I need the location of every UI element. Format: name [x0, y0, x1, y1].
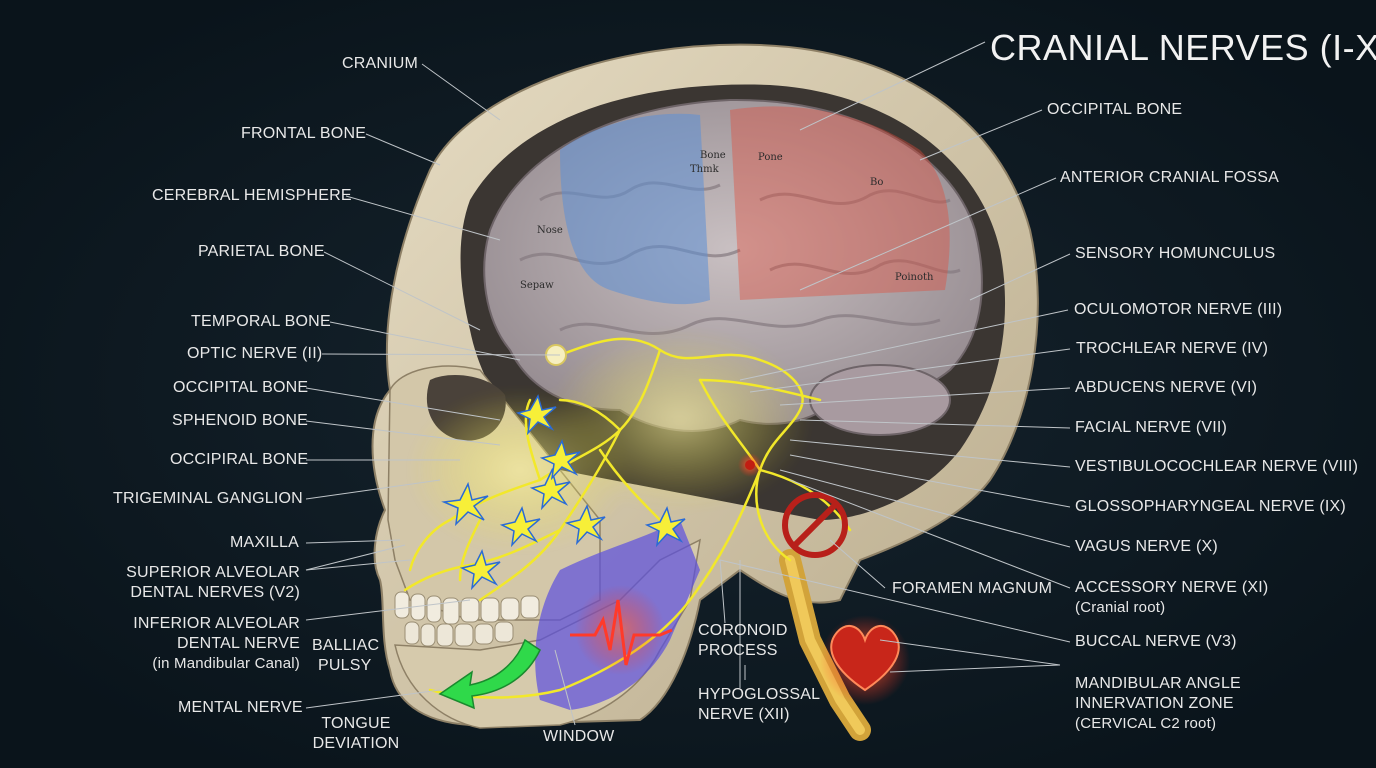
- label-abducens-nerve: ABDUCENS NERVE (VI): [1075, 379, 1258, 396]
- label-mandibular-angle-zone: MANDIBULAR ANGLE INNERVATION ZONE (CERVI…: [1075, 674, 1241, 734]
- label-line: (Cranial root): [1075, 599, 1166, 616]
- pulse-waveform: [570, 585, 673, 675]
- label-line: INFERIOR ALVEOLAR: [133, 615, 300, 632]
- label-trigeminal-ganglion: TRIGEMINAL GANGLION: [113, 490, 303, 507]
- label-mental-nerve: MENTAL NERVE: [178, 699, 303, 716]
- cerebellum: [809, 364, 951, 436]
- label-line: DENTAL NERVES (V2): [130, 584, 300, 601]
- homunculus-word: Thmk: [690, 164, 720, 175]
- label-buccal-nerve: BUCCAL NERVE (V3): [1075, 633, 1237, 650]
- label-balliac: BALLIAC PULSY: [312, 636, 379, 676]
- homunculus-word: Pone: [758, 152, 783, 163]
- homunculus-word: Bone: [700, 150, 726, 161]
- diagram-title: CRANIAL NERVES (I-XII): [990, 27, 1376, 68]
- label-line: PROCESS: [698, 642, 778, 659]
- lower-teeth: [404, 621, 514, 647]
- tongue-deviation-arrow: [438, 638, 541, 710]
- homunculus-word: Bo: [870, 177, 883, 188]
- homunculus-word: Nose: [537, 225, 563, 236]
- label-optic-nerve: OPTIC NERVE (II): [187, 345, 323, 362]
- label-vagus-nerve: VAGUS NERVE (X): [1075, 538, 1218, 555]
- label-superior-alveolar: SUPERIOR ALVEOLAR DENTAL NERVES (V2): [120, 563, 300, 603]
- label-foramen-magnum: FORAMEN MAGNUM: [892, 580, 1053, 597]
- label-line: (CERVICAL C2 root): [1075, 715, 1217, 732]
- label-line: DENTAL NERVE: [176, 635, 300, 652]
- motor-strip: [560, 113, 710, 305]
- label-line: CORONOID: [698, 622, 788, 639]
- label-oculomotor-nerve: OCULOMOTOR NERVE (III): [1074, 301, 1283, 318]
- label-line: INNERVATION ZONE: [1075, 695, 1234, 712]
- label-occipital-bone-right: OCCIPITAL BONE: [1047, 101, 1183, 118]
- label-occipiral-bone: OCCIPIRAL BONE: [170, 451, 309, 468]
- homunculus-word: Poinoth: [895, 272, 934, 283]
- label-line: SUPERIOR ALVEOLAR: [126, 564, 300, 581]
- upper-teeth: [394, 591, 540, 625]
- sensory-strip: [730, 106, 950, 300]
- label-frontal-bone: FRONTAL BONE: [241, 125, 367, 142]
- label-line: TONGUE: [321, 715, 391, 732]
- label-line: HYPOGLOSSAL: [698, 686, 821, 703]
- label-line: ACCESSORY NERVE (XI): [1075, 579, 1269, 596]
- label-window: WINDOW: [543, 728, 615, 745]
- label-line: DEVIATION: [312, 735, 400, 752]
- prohibited-icon: [782, 492, 848, 558]
- label-facial-nerve: FACIAL NERVE (VII): [1075, 419, 1228, 436]
- label-line: NERVE (XII): [698, 706, 790, 723]
- label-temporal-bone: TEMPORAL BONE: [191, 313, 331, 330]
- label-maxilla: MAXILLA: [230, 534, 299, 551]
- label-coronoid-process: CORONOID PROCESS: [698, 621, 788, 661]
- label-hypoglossal-nerve: HYPOGLOSSAL NERVE (XII): [698, 685, 820, 725]
- homunculus-labels: Sepaw Nose Thmk Bone Pone Bo Poinoth: [520, 150, 934, 291]
- label-anterior-cranial-fossa: ANTERIOR CRANIAL FOSSA: [1060, 169, 1279, 186]
- label-line: BALLIAC: [312, 637, 380, 654]
- homunculus-word: Sepaw: [520, 280, 554, 291]
- label-glossopharyngeal-nerve: GLOSSOPHARYNGEAL NERVE (IX): [1075, 498, 1346, 515]
- label-occipital-bone: OCCIPITAL BONE: [173, 379, 309, 396]
- label-line: MANDIBULAR ANGLE: [1075, 675, 1241, 692]
- label-vestibulocochlear-nerve: VESTIBULOCOCHLEAR NERVE (VIII): [1075, 458, 1359, 475]
- label-line: PULSY: [318, 657, 372, 674]
- label-line: (in Mandibular Canal): [152, 655, 300, 672]
- label-tongue-deviation: TONGUE DEVIATION: [300, 714, 412, 754]
- leader-lines: [305, 41, 1071, 726]
- heart-icon: [820, 615, 910, 705]
- label-cerebral-hemisphere: CEREBRAL HEMISPHERE: [152, 187, 352, 204]
- label-accessory-nerve: ACCESSORY NERVE (XI) (Cranial root): [1075, 578, 1268, 618]
- label-sphenoid-bone: SPHENOID BONE: [172, 412, 308, 429]
- label-trochlear-nerve: TROCHLEAR NERVE (IV): [1076, 340, 1269, 357]
- label-cranium: CRANIUM: [342, 55, 419, 72]
- nerve-sparks: [441, 394, 686, 591]
- label-inferior-alveolar: INFERIOR ALVEOLAR DENTAL NERVE (in Mandi…: [120, 614, 300, 674]
- label-parietal-bone: PARIETAL BONE: [198, 243, 325, 260]
- label-sensory-homunculus: SENSORY HOMUNCULUS: [1075, 245, 1276, 262]
